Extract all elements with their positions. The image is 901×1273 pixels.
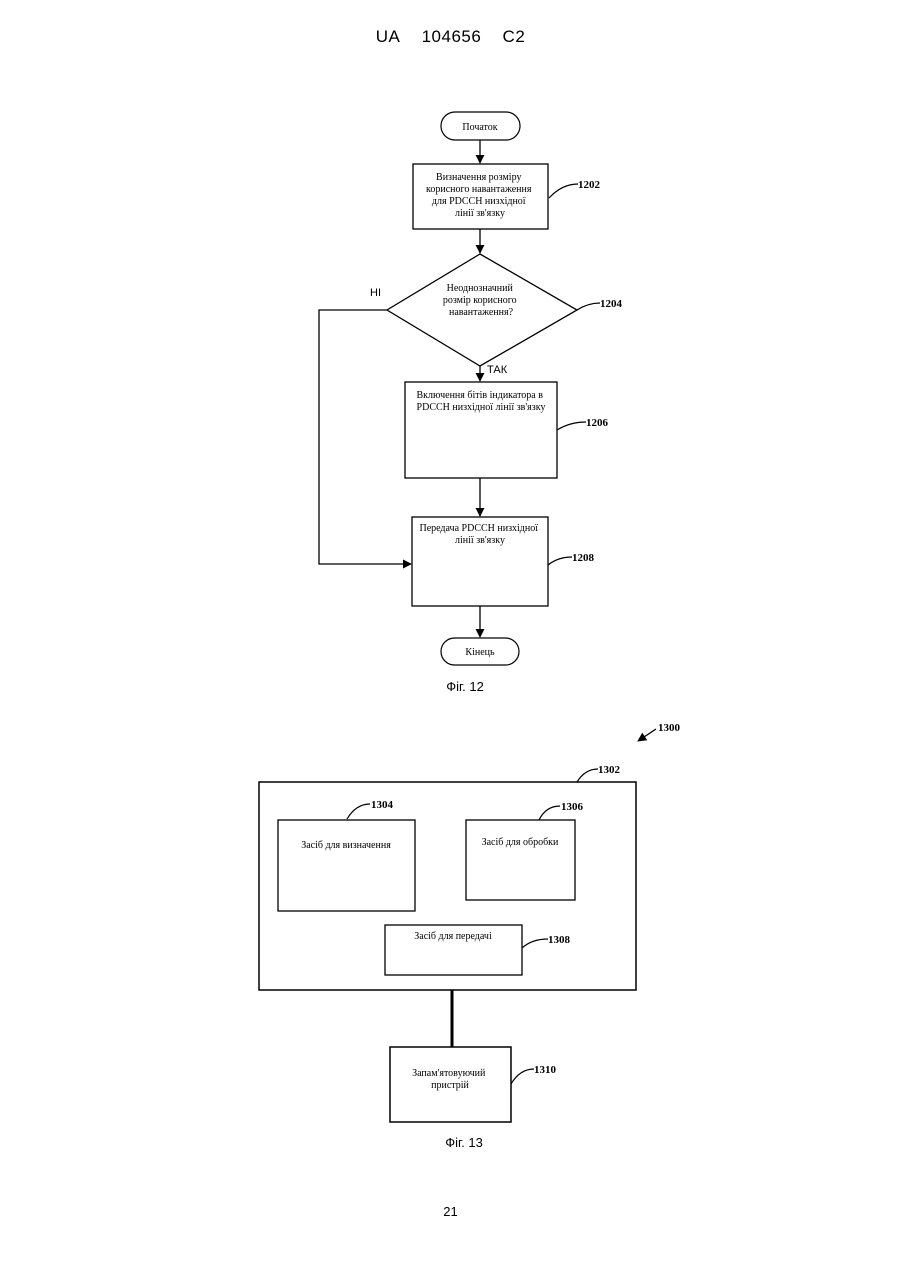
ref-1300: 1300 bbox=[658, 722, 681, 734]
box-1310-line: пристрій bbox=[431, 1080, 469, 1091]
leader-1206 bbox=[557, 422, 586, 430]
ref-1306: 1306 bbox=[561, 801, 584, 813]
box-1310-line: Запам'ятовуючий bbox=[412, 1068, 486, 1079]
start-label: Початок bbox=[462, 122, 497, 133]
figure-12: Початок Визначення розміру корисного нав… bbox=[319, 112, 623, 694]
fig12-caption: Фіг. 12 bbox=[446, 679, 484, 694]
leader-1310 bbox=[511, 1069, 534, 1084]
step-1208-line: Передача PDCCH низхідної bbox=[419, 523, 538, 534]
ref-1302: 1302 bbox=[598, 764, 621, 776]
decision-1204-line: навантаження? bbox=[449, 307, 514, 318]
box-1306 bbox=[466, 820, 575, 900]
box-1304-label: Засіб для визначення bbox=[301, 840, 391, 851]
step-1206-line: PDCCH низхідної лінії зв'язку bbox=[417, 402, 546, 413]
ref-1308: 1308 bbox=[548, 934, 571, 946]
end-label: Кінець bbox=[465, 647, 495, 658]
page-number: 21 bbox=[0, 1204, 901, 1219]
step-1202-line: Визначення розміру bbox=[436, 172, 521, 183]
figure-13: 1300 1302 Засіб для визначення 1304 Засі… bbox=[259, 722, 681, 1150]
leader-1302 bbox=[577, 769, 598, 782]
fig13-caption: Фіг. 13 bbox=[445, 1135, 483, 1150]
ref-1204: 1204 bbox=[600, 298, 623, 310]
step-1202-line: лінії зв'язку bbox=[455, 208, 505, 219]
leader-1208 bbox=[548, 557, 572, 565]
step-1202-line: для PDCCH низхідної bbox=[432, 196, 526, 207]
step-1208-line: лінії зв'язку bbox=[455, 535, 505, 546]
label-yes: ТАК bbox=[487, 364, 508, 376]
step-1202-line: корисного навантаження bbox=[426, 184, 532, 195]
ref-1310: 1310 bbox=[534, 1064, 557, 1076]
step-1206-line: Включення бітів індикатора в bbox=[417, 390, 544, 401]
box-1306-label: Засіб для обробки bbox=[482, 837, 559, 848]
decision-1204-line: Неоднозначний bbox=[447, 283, 514, 294]
leader-1204 bbox=[577, 303, 600, 310]
branch-no-path bbox=[319, 310, 411, 564]
label-no: НІ bbox=[370, 287, 381, 299]
ref-1300-arrow bbox=[638, 729, 656, 741]
ref-1208: 1208 bbox=[572, 552, 595, 564]
decision-1204-text: Неоднозначний розмір корисного навантаже… bbox=[443, 283, 519, 318]
box-1304 bbox=[278, 820, 415, 911]
ref-1206: 1206 bbox=[586, 417, 609, 429]
ref-1304: 1304 bbox=[371, 799, 394, 811]
box-1308-label: Засіб для передачі bbox=[414, 931, 492, 942]
decision-1204-line: розмір корисного bbox=[443, 295, 517, 306]
ref-1202: 1202 bbox=[578, 179, 601, 191]
leader-1202 bbox=[549, 184, 578, 198]
step-1206-text: Включення бітів індикатора в PDCCH низхі… bbox=[417, 390, 546, 413]
